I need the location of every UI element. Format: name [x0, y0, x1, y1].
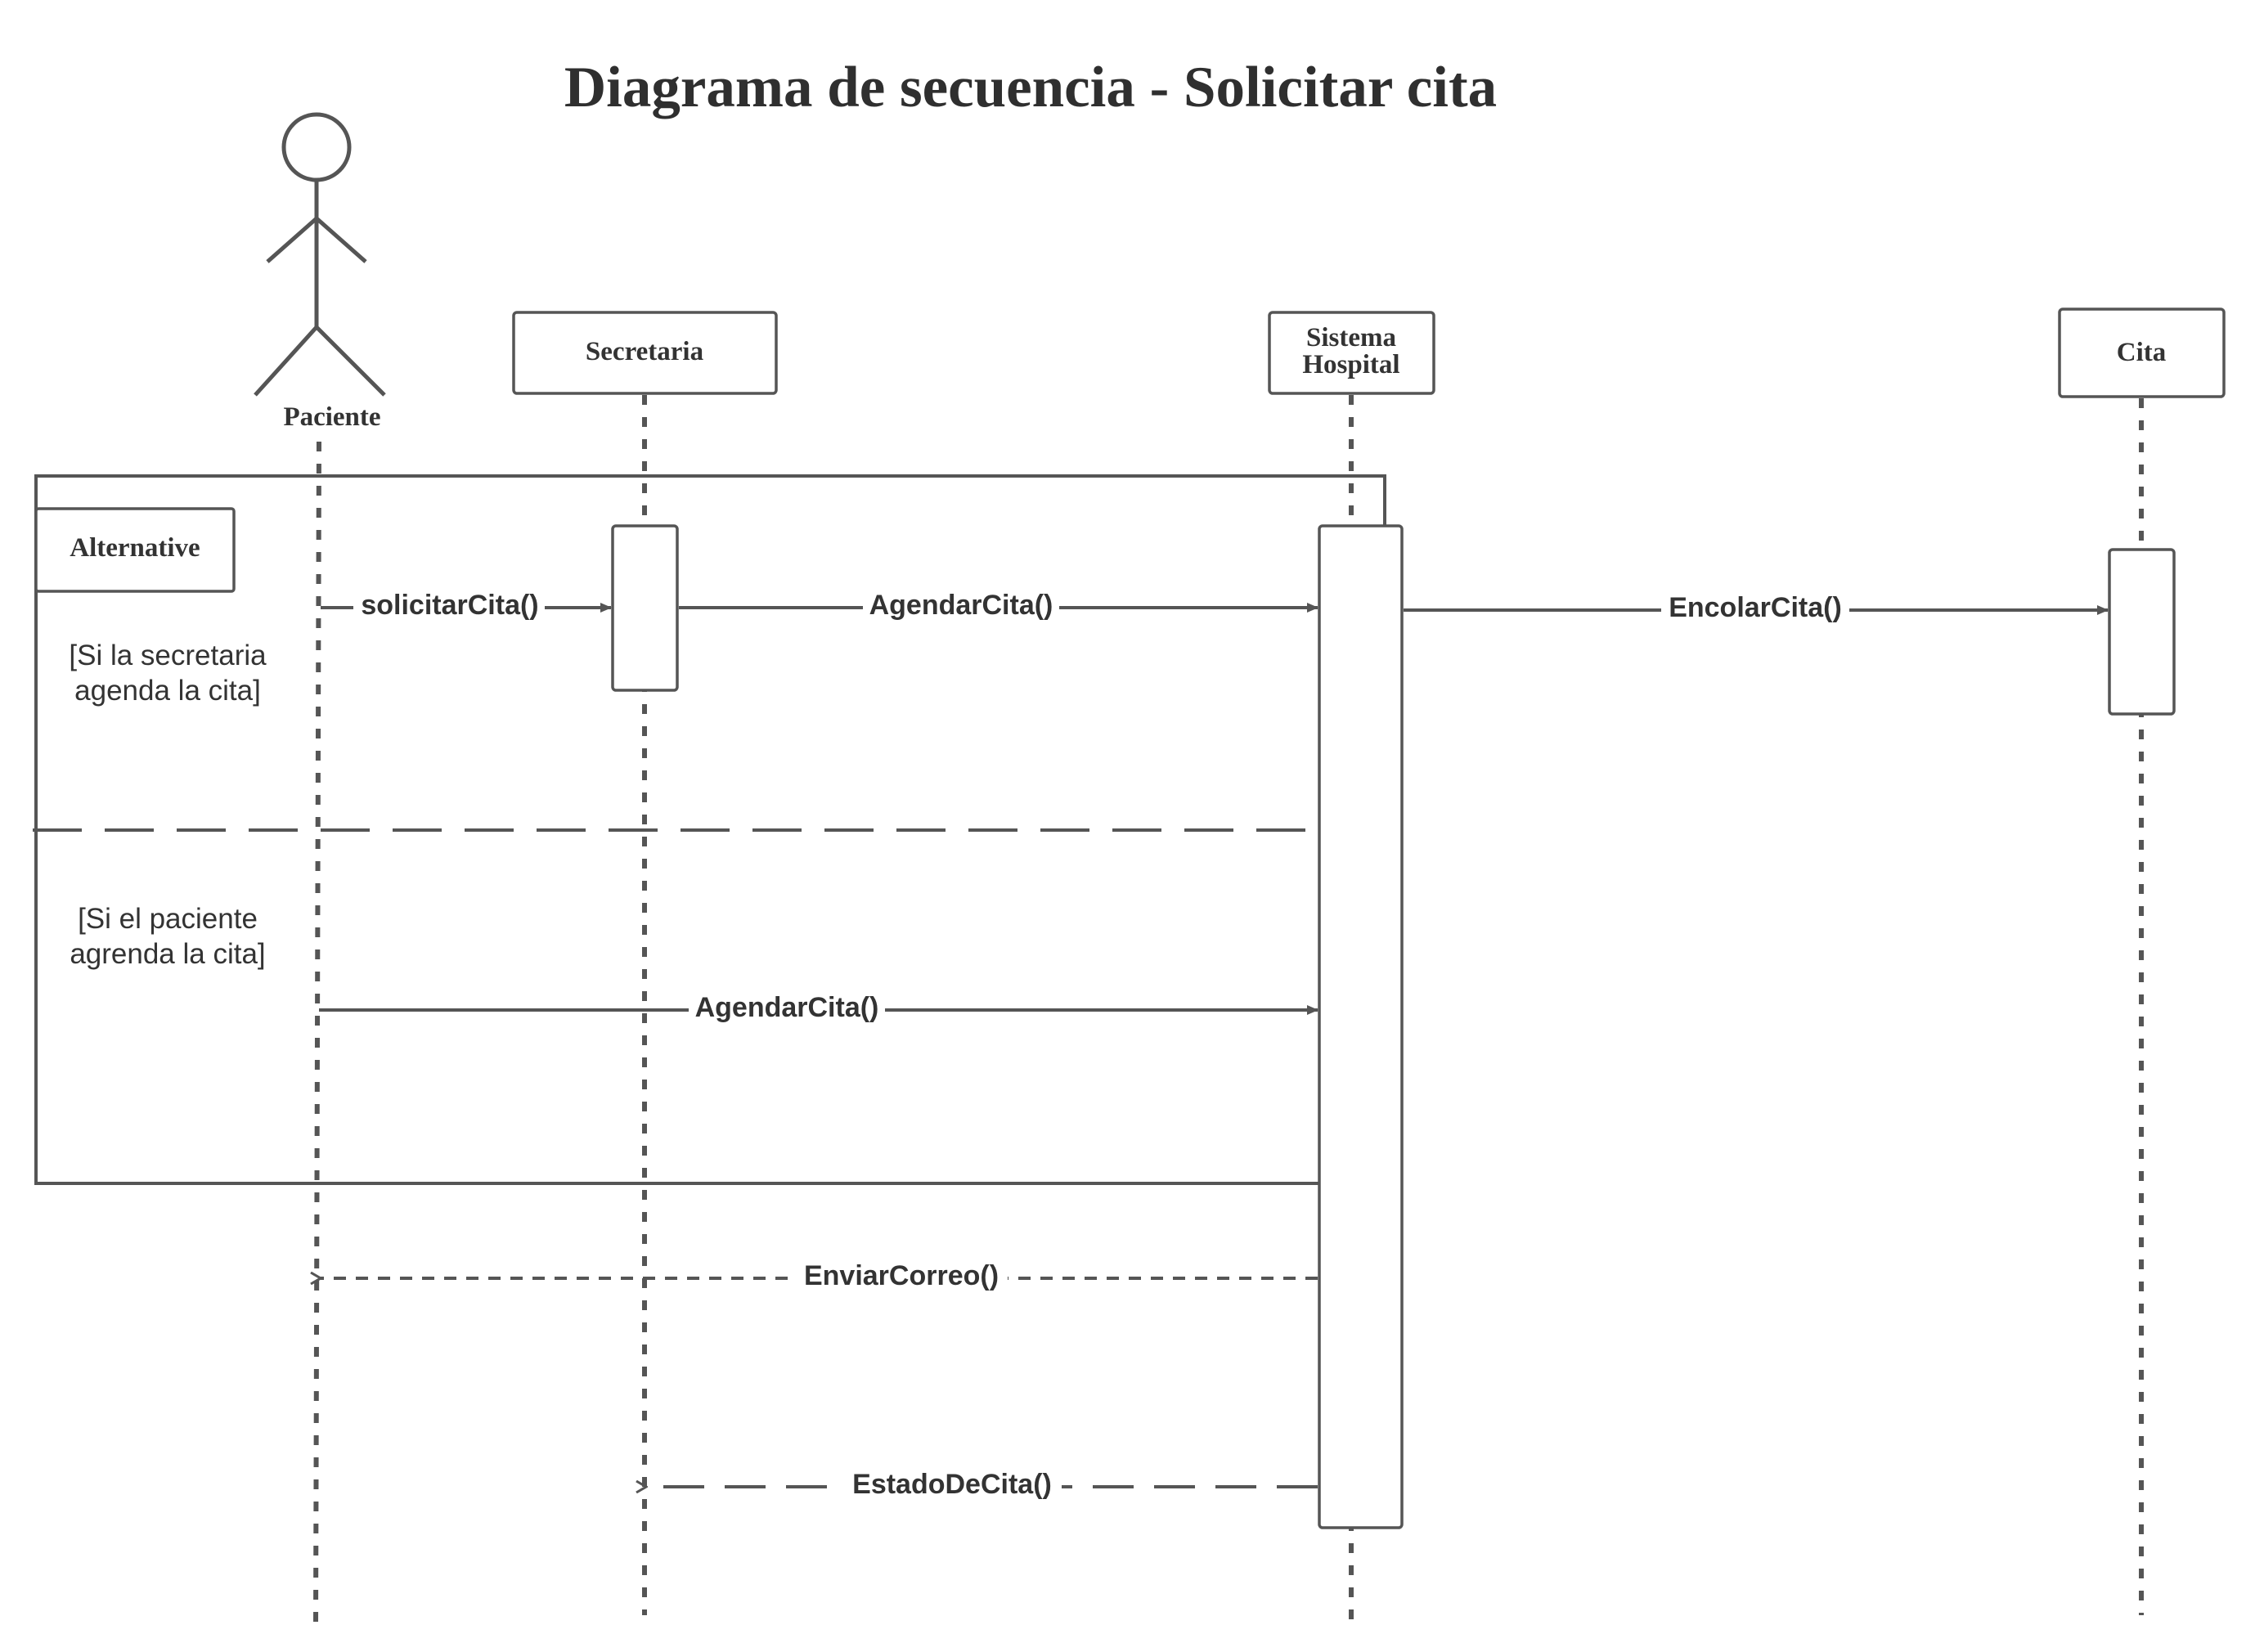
- participant-cita: Cita: [2058, 308, 2226, 398]
- actor-head: [281, 112, 352, 182]
- message-label: EstadoDeCita(): [852, 1469, 1052, 1500]
- alt-operator-label: Alternative: [70, 533, 200, 563]
- guard-2-line-1: [Si el paciente: [78, 903, 258, 935]
- message-agendar-cita-secretaria: AgendarCita(): [679, 587, 1318, 623]
- participant-label-line2: Hospital: [1302, 350, 1399, 379]
- participant-box: [512, 311, 778, 395]
- message-enviar-correo: EnviarCorreo(): [321, 1258, 1318, 1294]
- alt-operator-box: [34, 507, 236, 593]
- participant-secretaria: Secretaria: [512, 311, 778, 395]
- guard-1-line-2: agenda la cita]: [74, 675, 261, 707]
- participant-box: [2058, 308, 2226, 398]
- actor-left-arm: [266, 217, 318, 263]
- activation-sistema-hospital: [1318, 524, 1404, 1529]
- message-label: EnviarCorreo(): [804, 1260, 999, 1291]
- message-solicitar-cita: solicitarCita(): [321, 587, 612, 623]
- actor-label: Paciente: [283, 402, 380, 432]
- message-label: AgendarCita(): [695, 992, 879, 1023]
- lifeline-paciente: [313, 441, 321, 1628]
- alt-fragment-frame: [34, 474, 1386, 1185]
- actor-paciente: Paciente: [254, 112, 386, 432]
- actor-right-arm: [315, 217, 367, 263]
- message-label: AgendarCita(): [869, 590, 1053, 621]
- message-encolar-cita: EncolarCita(): [1404, 590, 2109, 626]
- participant-label: Cita: [2117, 338, 2167, 367]
- participant-label-line1: Sistema: [1306, 323, 1396, 352]
- activation-cita: [2108, 548, 2176, 716]
- guard-2-line-2: agrenda la cita]: [70, 938, 265, 970]
- actor-left-leg: [254, 325, 318, 397]
- activation-secretaria: [611, 524, 679, 692]
- message-label: EncolarCita(): [1669, 592, 1842, 623]
- message-label: solicitarCita(): [361, 590, 538, 621]
- participant-box: [1268, 311, 1435, 395]
- diagram-title: Diagrama de secuencia - Solicitar cita: [564, 56, 1497, 119]
- actor-right-leg: [315, 325, 386, 397]
- participant-label: Secretaria: [586, 337, 703, 366]
- guard-1-line-1: [Si la secretaria: [69, 640, 267, 671]
- message-estado-de-cita: EstadoDeCita(): [646, 1466, 1318, 1502]
- alt-fragment: Alternative [Si la secretaria agenda la …: [33, 474, 1386, 1185]
- participant-sistema-hospital: Sistema Hospital: [1268, 311, 1435, 395]
- message-agendar-cita-paciente: AgendarCita(): [319, 990, 1318, 1026]
